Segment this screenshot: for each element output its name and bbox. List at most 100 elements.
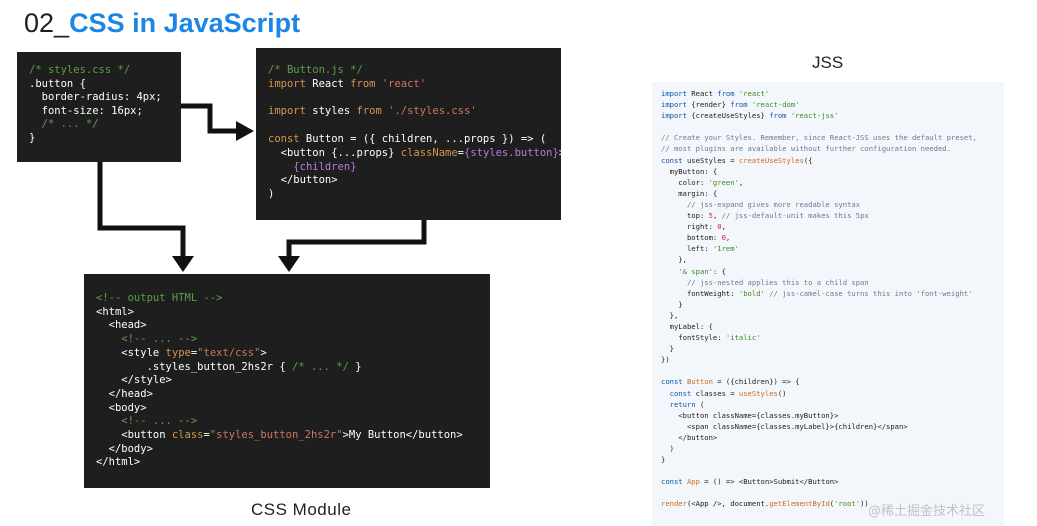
- watermark: @稀土掘金技术社区: [868, 504, 986, 519]
- code-line: render(<App />, document.getElementById(…: [661, 498, 1004, 509]
- arrowhead-button-to-output: [278, 256, 300, 272]
- code-line: <button {...props} className={styles.but…: [268, 147, 561, 161]
- code-token: 0: [717, 222, 722, 232]
- code-token: 'root': [834, 499, 861, 509]
- code-token: >My Button</button>: [342, 429, 463, 442]
- code-token: <!-- output HTML -->: [96, 292, 223, 304]
- code-line: <button class="styles_button_2hs2r">My B…: [96, 429, 490, 443]
- code-token: },: [661, 310, 679, 320]
- caption-jss: JSS: [812, 53, 844, 72]
- code-token: from: [769, 111, 787, 121]
- code-token: ): [268, 188, 275, 201]
- code-token: </body>: [96, 442, 153, 455]
- code-line: myButton: {: [661, 166, 1004, 177]
- arrowhead-styles-to-output: [172, 256, 194, 272]
- arrow-styles-to-button: [181, 103, 240, 134]
- code-token: // Create your Styles. Remember, since R…: [661, 133, 977, 143]
- code-line: <style type="text/css">: [96, 347, 490, 361]
- code-token: 5: [708, 211, 713, 221]
- code-line: top: 5, // jss-default-unit makes this 5…: [661, 210, 1004, 221]
- code-token: Button: [682, 377, 713, 387]
- code-line: import {render} from 'react-dom': [661, 99, 1004, 110]
- code-token: 'react-dom': [747, 100, 800, 110]
- code-line: }): [661, 354, 1004, 365]
- code-token: : {: [712, 266, 726, 276]
- output-html-code-block: <!-- output HTML --><html> <head> <!-- .…: [84, 274, 490, 488]
- code-token: 0: [721, 233, 726, 243]
- code-token: /* styles.css */: [29, 64, 131, 76]
- code-token: left:: [661, 244, 713, 254]
- code-line: <!-- ... -->: [96, 333, 490, 347]
- code-token: {children}: [293, 160, 357, 173]
- arrow-button-to-output: [286, 220, 427, 258]
- code-token: // jss-default-unit makes this 5px: [721, 211, 869, 221]
- code-token: right:: [661, 222, 718, 232]
- code-token: <head>: [96, 319, 147, 332]
- code-token: getElementById: [769, 499, 830, 509]
- code-token: type: [165, 346, 191, 359]
- code-line: </head>: [96, 388, 490, 402]
- code-token: React: [305, 77, 351, 90]
- code-token: const: [661, 377, 683, 387]
- code-line: '& span': {: [661, 266, 1004, 277]
- code-token: // jss-expand gives more readable syntax: [661, 199, 861, 209]
- code-token: import: [661, 100, 687, 110]
- code-token: =: [203, 429, 210, 442]
- code-token: from: [730, 100, 748, 110]
- code-token: 'react': [375, 77, 427, 90]
- code-token: }: [661, 344, 674, 354]
- code-line: </html>: [96, 456, 490, 470]
- code-token: fontWeight:: [661, 288, 739, 298]
- code-token: styles: [305, 105, 357, 118]
- code-token: 'bold': [738, 288, 765, 298]
- code-line: <!-- output HTML -->: [96, 292, 490, 306]
- code-token: from: [350, 77, 376, 90]
- code-line: }: [29, 132, 181, 146]
- code-line: [268, 119, 561, 133]
- code-token: <button: [96, 429, 172, 442]
- code-line: /* styles.css */: [29, 64, 181, 78]
- code-token: useStyles: [738, 388, 778, 398]
- code-line: <head>: [96, 319, 490, 333]
- code-token: (: [695, 399, 705, 409]
- code-line: import styles from './styles.css': [268, 105, 561, 119]
- code-token: </style>: [96, 374, 172, 387]
- code-token: render: [661, 499, 687, 509]
- code-token: <html>: [96, 305, 134, 318]
- code-token: <style: [96, 346, 166, 359]
- code-token: from: [356, 105, 382, 118]
- code-token: import: [661, 111, 687, 121]
- code-line: </style>: [96, 374, 490, 388]
- code-token: border-radius: 4px;: [29, 91, 162, 103]
- code-token: [268, 161, 293, 173]
- code-token: <!-- ... -->: [96, 415, 198, 428]
- code-line: bottom: 0,: [661, 232, 1004, 243]
- code-token: margin: {: [661, 188, 718, 198]
- code-token: import: [268, 77, 306, 90]
- code-token: myLabel: {: [661, 321, 713, 331]
- code-line: left: '1rem': [661, 243, 1004, 254]
- code-token: )): [860, 499, 869, 509]
- code-line: right: 0,: [661, 221, 1004, 232]
- code-line: <!-- ... -->: [96, 415, 490, 429]
- jss-code-panel: import React from 'react'import {render}…: [652, 82, 1004, 526]
- code-line: }: [661, 299, 1004, 310]
- code-line: </button>: [661, 432, 1004, 443]
- code-token: import: [268, 105, 306, 118]
- code-token: ,: [712, 211, 722, 221]
- code-token: }: [29, 131, 36, 144]
- code-token: <button className={classes.myButton}>: [661, 410, 839, 420]
- code-token: import: [661, 89, 687, 98]
- code-line: .button {: [29, 78, 181, 92]
- code-token: .styles_button_2hs2r {: [96, 360, 292, 373]
- code-token: </html>: [96, 456, 141, 469]
- code-token: }: [348, 360, 362, 373]
- code-line: ): [661, 443, 1004, 454]
- code-token: Button = ({ children, ...props }) => (: [299, 132, 547, 145]
- code-token: .button {: [29, 77, 86, 90]
- code-token: 'green': [708, 177, 739, 187]
- code-token: const: [268, 132, 300, 145]
- code-token: }: [661, 299, 683, 309]
- code-token: '1rem': [712, 244, 739, 254]
